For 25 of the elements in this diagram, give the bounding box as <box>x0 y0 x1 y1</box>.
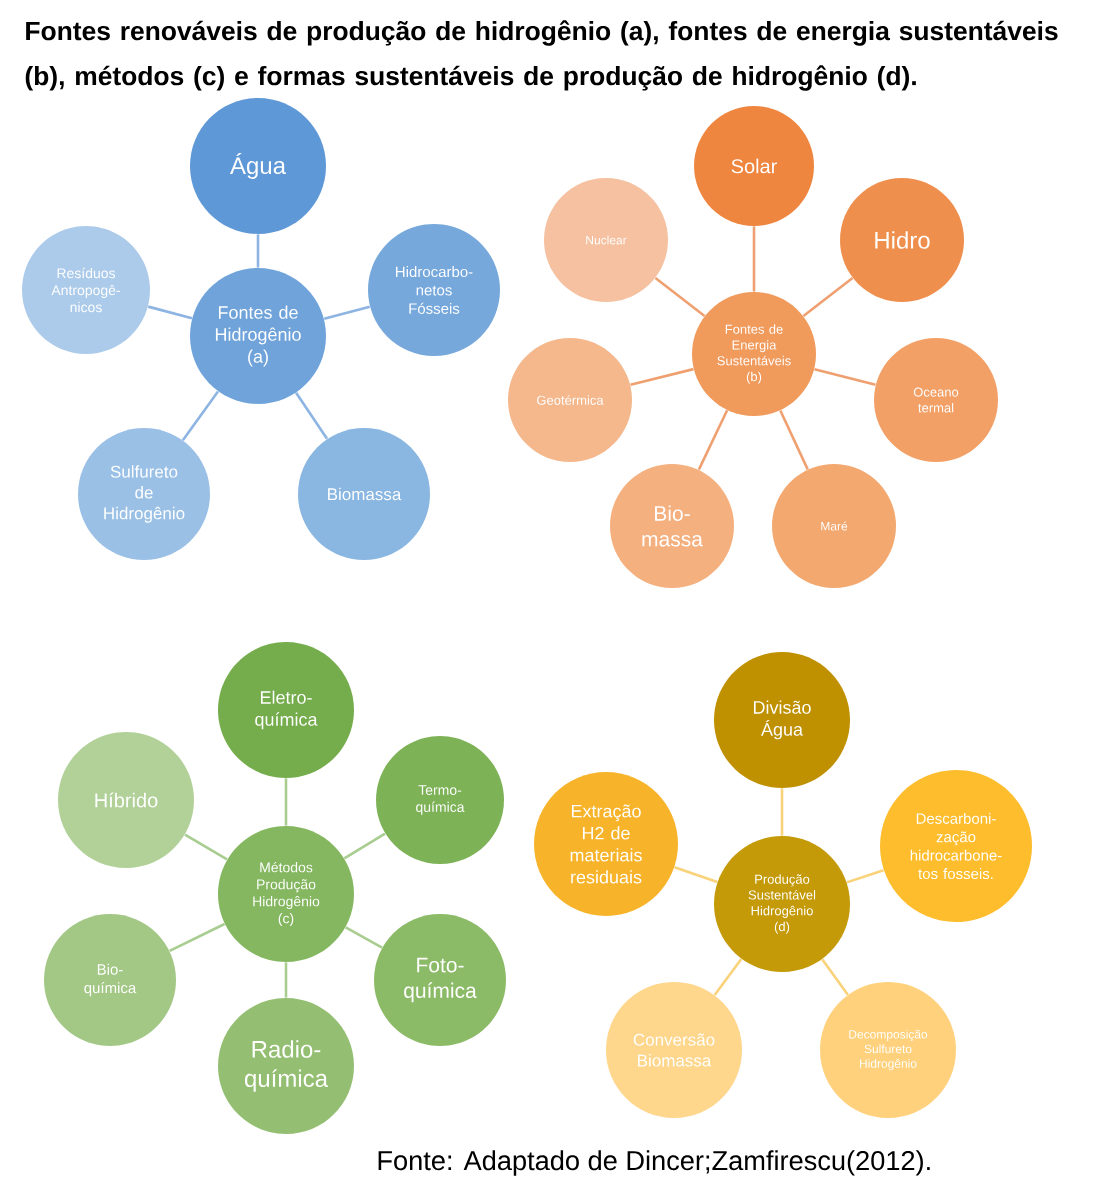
connector-line <box>295 392 329 440</box>
connector-line <box>284 778 288 826</box>
connector-line <box>674 866 718 884</box>
connector-line <box>256 234 260 268</box>
connector-line <box>780 788 784 836</box>
connector-line <box>323 305 371 320</box>
connector-line <box>814 368 876 386</box>
connector-line <box>284 962 288 998</box>
connector-line <box>713 958 743 996</box>
connector-line <box>846 868 884 884</box>
connector-line <box>147 305 193 320</box>
connector-line <box>345 926 383 949</box>
connector-line <box>654 277 706 317</box>
source-caption: Fonte: Adaptado de Dincer;Zamfirescu(2012). <box>378 1150 930 1176</box>
connector-line <box>343 832 386 860</box>
connector-line <box>779 410 809 470</box>
connector-line <box>752 226 756 292</box>
connector-line <box>184 833 228 861</box>
figure-title: Fontes renováveis de produção de hidrogênio (a), fontes de energia sustentáveis (b), métodos (c) e formas sustentáveis de produção de hidrogênio (d). <box>25 20 1058 91</box>
connector-line <box>181 390 220 441</box>
connector-line <box>697 409 729 471</box>
connector-line <box>630 367 694 387</box>
connector-line <box>169 922 226 952</box>
connector-line <box>821 958 849 996</box>
connector-line <box>802 277 854 317</box>
